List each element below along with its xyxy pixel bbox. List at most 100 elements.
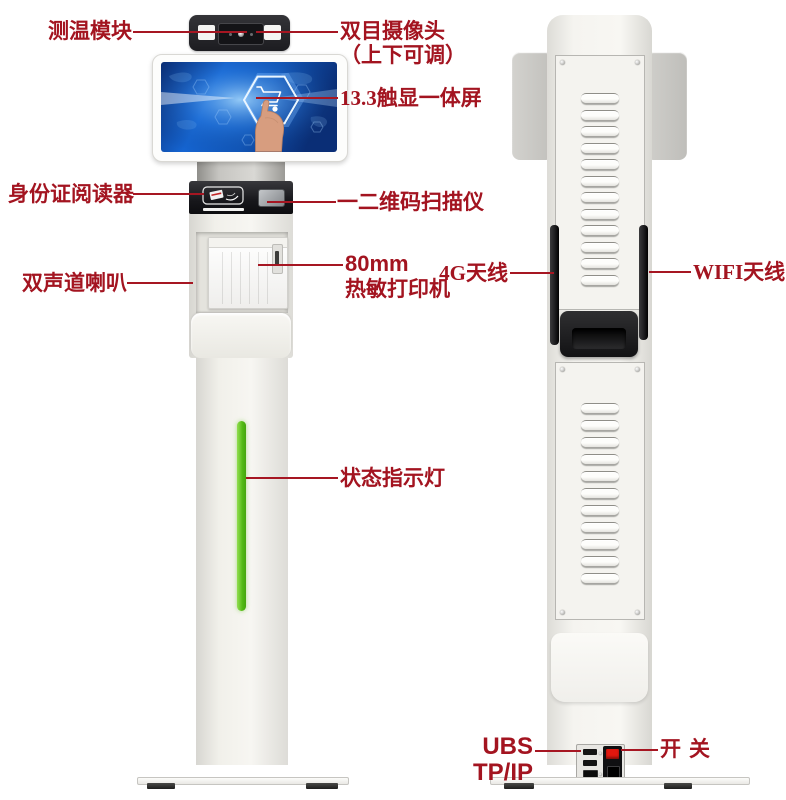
front-foot-right bbox=[306, 783, 338, 789]
back-column bbox=[547, 15, 652, 782]
lower-vent-panel bbox=[555, 362, 645, 620]
printer-latch-slot bbox=[275, 251, 279, 265]
vent-louver bbox=[581, 573, 619, 583]
callout-line-printer bbox=[258, 264, 343, 266]
vent-louver bbox=[581, 93, 619, 103]
base-plate-back bbox=[490, 777, 750, 785]
back-foot-left bbox=[504, 783, 534, 789]
vent-louver bbox=[581, 142, 619, 153]
callout-label-printer-line2: 热敏打印机 bbox=[345, 277, 450, 301]
upper-vent-panel bbox=[555, 55, 645, 310]
printer-door-header bbox=[209, 238, 287, 248]
screw bbox=[599, 752, 602, 755]
vent-louver bbox=[581, 522, 619, 532]
callout-line-antenna-wifi bbox=[649, 271, 691, 273]
callout-line-id-reader bbox=[133, 193, 204, 195]
vent-louver bbox=[581, 274, 619, 285]
vent-louver bbox=[581, 225, 619, 235]
screw bbox=[635, 610, 640, 615]
back-view bbox=[480, 0, 786, 800]
callout-label-camera-line2: （上下可调） bbox=[340, 43, 466, 67]
vent-louver bbox=[581, 403, 619, 413]
printer-bay bbox=[196, 232, 288, 313]
kiosk-head bbox=[189, 181, 293, 358]
antenna-4g bbox=[550, 225, 559, 345]
callout-line-status-light bbox=[246, 477, 338, 479]
vent-louver bbox=[581, 420, 619, 430]
antenna-wifi bbox=[639, 225, 648, 340]
speaker-panel bbox=[191, 313, 291, 358]
callout-line-antenna-4g bbox=[510, 272, 554, 274]
screw bbox=[560, 60, 565, 65]
screen-back-left-wing bbox=[512, 52, 548, 160]
usb-port bbox=[583, 760, 597, 766]
callout-label-power-switch: 开关 bbox=[660, 737, 718, 761]
camera-lens-icon bbox=[238, 31, 244, 37]
screen-back-right-wing bbox=[651, 52, 687, 160]
callout-label-speaker: 双声道喇叭 bbox=[22, 271, 127, 295]
printer-latch bbox=[272, 244, 283, 274]
callout-label-status-light: 状态指示灯 bbox=[340, 466, 445, 490]
callout-label-antenna-wifi: WIFI天线 bbox=[693, 260, 786, 284]
vent-louver bbox=[581, 208, 619, 219]
qr-scanner-window bbox=[258, 189, 285, 207]
base-plate-front bbox=[137, 777, 349, 785]
callout-line-camera bbox=[256, 31, 338, 33]
callout-line-power-switch bbox=[621, 749, 658, 751]
vent-louver bbox=[581, 556, 619, 566]
power-switch-module bbox=[603, 746, 622, 780]
callout-label-io-ports-line2: TP/IP bbox=[472, 759, 533, 786]
camera-lens-panel bbox=[218, 23, 264, 45]
front-view bbox=[137, 15, 349, 789]
vent-louver bbox=[581, 505, 619, 515]
camera-lens-dot-right bbox=[250, 33, 253, 36]
printer-door bbox=[208, 237, 288, 309]
power-switch-rocker bbox=[606, 749, 619, 759]
camera-lens-dot-left bbox=[229, 33, 232, 36]
screen-graphic bbox=[161, 62, 337, 152]
callout-line-speaker bbox=[127, 282, 193, 284]
vent-louver bbox=[581, 471, 619, 481]
screw bbox=[635, 60, 640, 65]
vent-louver bbox=[581, 258, 619, 268]
vent-louver bbox=[581, 454, 619, 464]
printer-door-ridges bbox=[214, 252, 270, 304]
vent-louver bbox=[581, 241, 619, 252]
id-reader-slot-line bbox=[203, 208, 244, 211]
callout-label-io-ports-line1: UBS bbox=[482, 733, 533, 760]
callout-label-printer-line1: 80mm bbox=[345, 251, 409, 276]
back-foot-right bbox=[664, 783, 692, 789]
vent-louver bbox=[581, 126, 619, 136]
vent-louver bbox=[581, 109, 619, 120]
vent-louver bbox=[581, 159, 619, 169]
handle-recess bbox=[572, 328, 626, 349]
screw bbox=[560, 610, 565, 615]
cable-cover bbox=[551, 633, 648, 702]
io-port-panel bbox=[576, 744, 625, 782]
front-foot-left bbox=[147, 783, 175, 789]
screw bbox=[560, 367, 565, 372]
vent-louver bbox=[581, 437, 619, 447]
screw bbox=[599, 773, 602, 776]
callout-line-io-ports bbox=[535, 750, 581, 752]
handle bbox=[560, 311, 638, 357]
callout-label-screen: 13.3触显一体屏 bbox=[340, 86, 482, 110]
screw bbox=[635, 367, 640, 372]
callout-line-screen bbox=[256, 97, 338, 99]
callout-label-antenna-4g: 4G天线 bbox=[439, 261, 508, 285]
callout-line-temp-module bbox=[133, 31, 247, 33]
callout-label-camera-line1: 双目摄像头 bbox=[340, 19, 445, 43]
callout-label-id-reader: 身份证阅读器 bbox=[8, 182, 134, 206]
vent-louver bbox=[581, 539, 619, 549]
vent-louver bbox=[581, 175, 619, 186]
id-reader-panel bbox=[189, 181, 293, 214]
screen-image bbox=[161, 62, 337, 152]
status-light-bar bbox=[237, 421, 246, 611]
vent-louver bbox=[581, 192, 619, 202]
hand-graphic bbox=[255, 99, 285, 152]
vent-louver bbox=[581, 488, 619, 498]
camera-module bbox=[189, 15, 290, 51]
id-card-icon bbox=[202, 186, 244, 205]
callout-label-qr-scanner: 一二维码扫描仪 bbox=[337, 190, 484, 214]
